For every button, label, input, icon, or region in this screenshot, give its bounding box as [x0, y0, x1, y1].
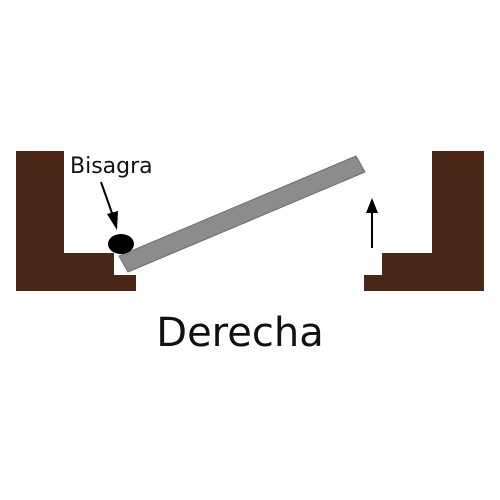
- right-door-frame: [364, 151, 484, 291]
- diagram-caption: Derecha: [156, 310, 323, 356]
- swing-direction-arrowhead: [366, 198, 378, 213]
- hinge-pointer-arrowhead: [107, 211, 118, 230]
- hinge-pointer-arrow-shaft: [100, 181, 114, 217]
- left-door-frame: [16, 151, 136, 291]
- hinge-icon: [108, 234, 134, 254]
- door-leaf: [118, 155, 366, 273]
- hinge-label: Bisagra: [70, 154, 153, 179]
